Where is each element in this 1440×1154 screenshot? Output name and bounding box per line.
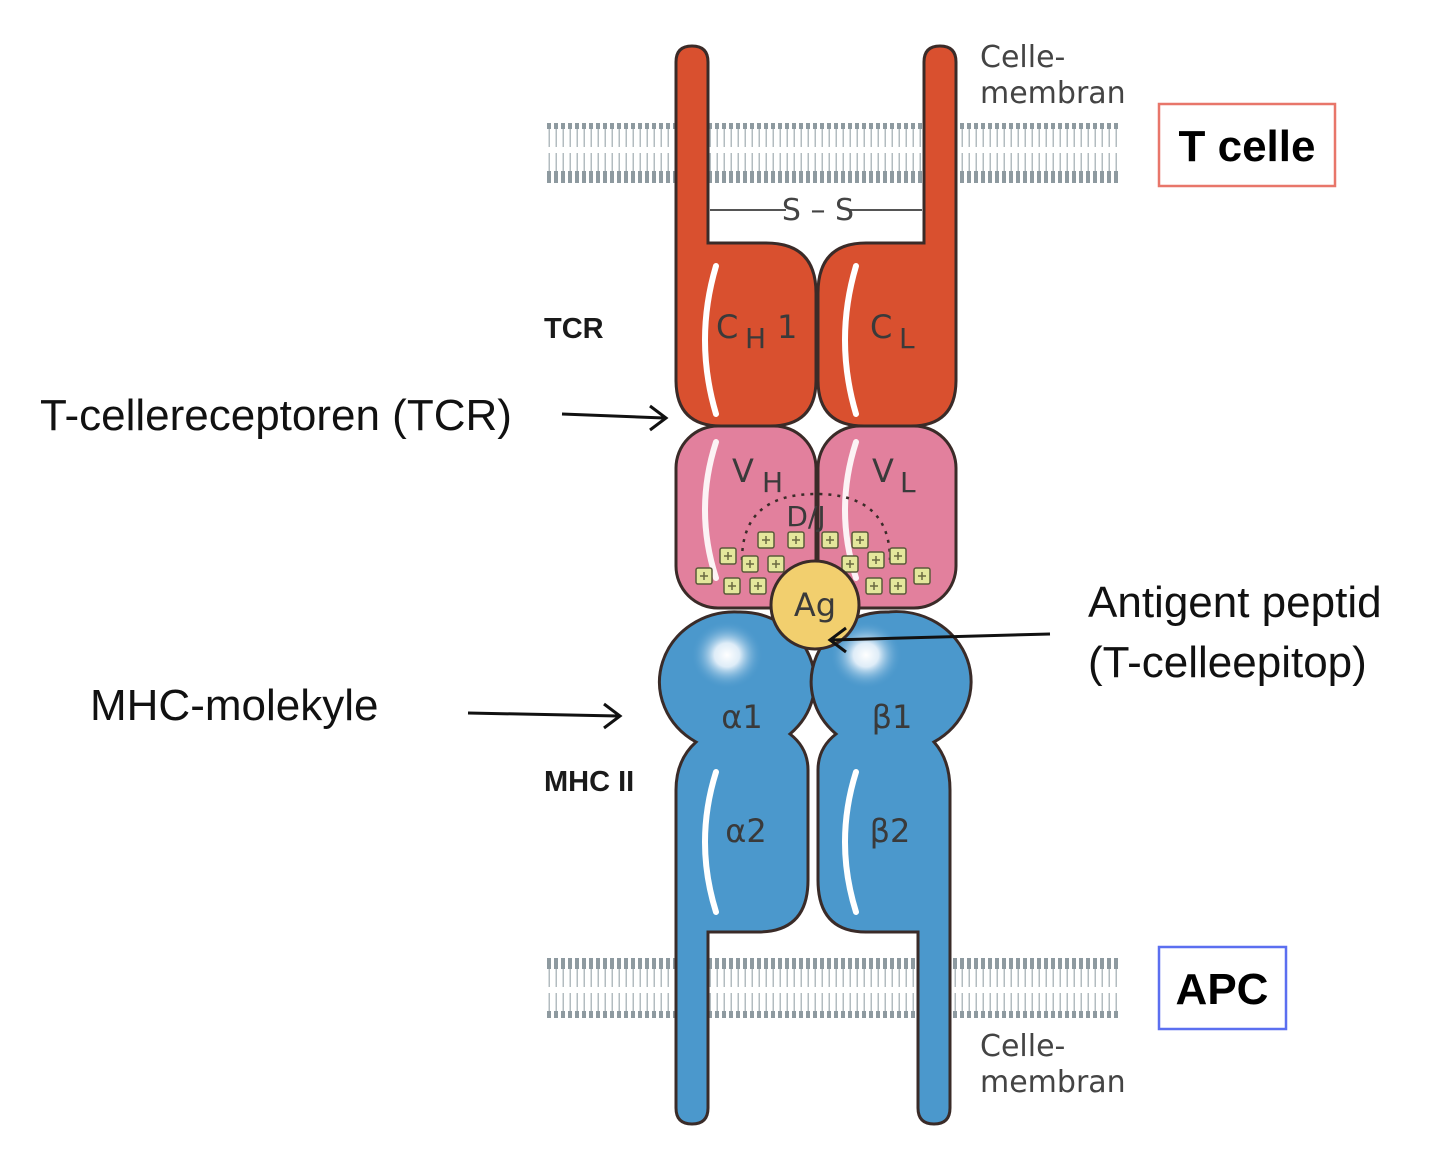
ch1-num: 1 [777, 308, 797, 346]
cdr-residue-mark [872, 556, 880, 564]
antigen-arrow [827, 626, 1051, 654]
disulfide-label: S – S [782, 193, 854, 228]
cl-label: C [870, 308, 892, 346]
ch1-sub: H [745, 322, 766, 355]
vh-sub: H [762, 466, 783, 499]
cdr-residue-mark [894, 552, 902, 560]
apc-box-label: APC [1176, 965, 1269, 1014]
antigen-label: Ag [794, 586, 836, 624]
highlight-vh [702, 439, 719, 581]
alpha2-label: α2 [725, 812, 766, 850]
highlight-alpha2 [702, 769, 719, 915]
membrane-top-label-1: Celle- [980, 40, 1065, 75]
ch1-label: C [716, 308, 738, 346]
mhc-alpha-chain [657, 610, 817, 1126]
t-cell-box [1157, 102, 1337, 188]
apc-box [1157, 945, 1288, 1031]
vh-label: V [732, 452, 754, 490]
cdr-residue-mark [826, 536, 834, 544]
tcr-callout-label: T-cellereceptoren (TCR) [40, 391, 512, 440]
cdr-residue-mark [728, 582, 736, 590]
membrane-bottom-label-2: membran [980, 1065, 1126, 1100]
cdr-residue-mark [772, 560, 780, 568]
cdr-residue-mark [918, 572, 926, 580]
beta1-label: β1 [872, 698, 913, 736]
cdr-residue-mark [792, 536, 800, 544]
membrane-bottom [545, 958, 1119, 1018]
beta2-label: β2 [870, 812, 911, 850]
cdr-residue-mark [856, 536, 864, 544]
cdr-residue-mark [894, 582, 902, 590]
cdr-residue-mark [870, 582, 878, 590]
cdr-residue-mark [754, 582, 762, 590]
t-cell-box-label: T celle [1179, 122, 1316, 171]
cdr-residue-mark [724, 552, 732, 560]
cdr-residue-mark [700, 572, 708, 580]
tcr-light-constant-chain [816, 44, 958, 428]
cdr-residue-mark [846, 560, 854, 568]
alpha1-glow [691, 621, 763, 689]
membrane-bottom-label-1: Celle- [980, 1029, 1065, 1064]
membrane-top [545, 123, 1119, 183]
cdr-residue-mark [746, 560, 754, 568]
vl-label: V [872, 452, 894, 490]
membrane-top-label-2: membran [980, 76, 1126, 111]
cdr-residues [695, 531, 931, 595]
mhc-beta-chain [809, 610, 973, 1126]
cl-sub: L [899, 322, 915, 355]
antigen-callout-line1: Antigent peptid [1088, 578, 1382, 627]
tcr-short-label: TCR [544, 313, 604, 345]
antigen-peptide [769, 559, 861, 651]
highlight-beta2 [842, 769, 859, 915]
vl-sub: L [900, 466, 916, 499]
mhc-callout-label: MHC-molekyle [90, 681, 378, 730]
highlight-ch1 [702, 263, 719, 417]
highlight-cl [842, 263, 859, 417]
tcr-arrow [561, 404, 669, 432]
mhc-arrow [467, 702, 623, 730]
dj-label: D/J [786, 500, 825, 533]
antigen-callout-line2: (T-celleepitop) [1088, 638, 1367, 687]
mhc-short-label: MHC II [544, 766, 634, 798]
alpha1-label: α1 [721, 698, 762, 736]
cdr-residue-mark [762, 536, 770, 544]
tcr-heavy-constant-chain [674, 44, 818, 428]
